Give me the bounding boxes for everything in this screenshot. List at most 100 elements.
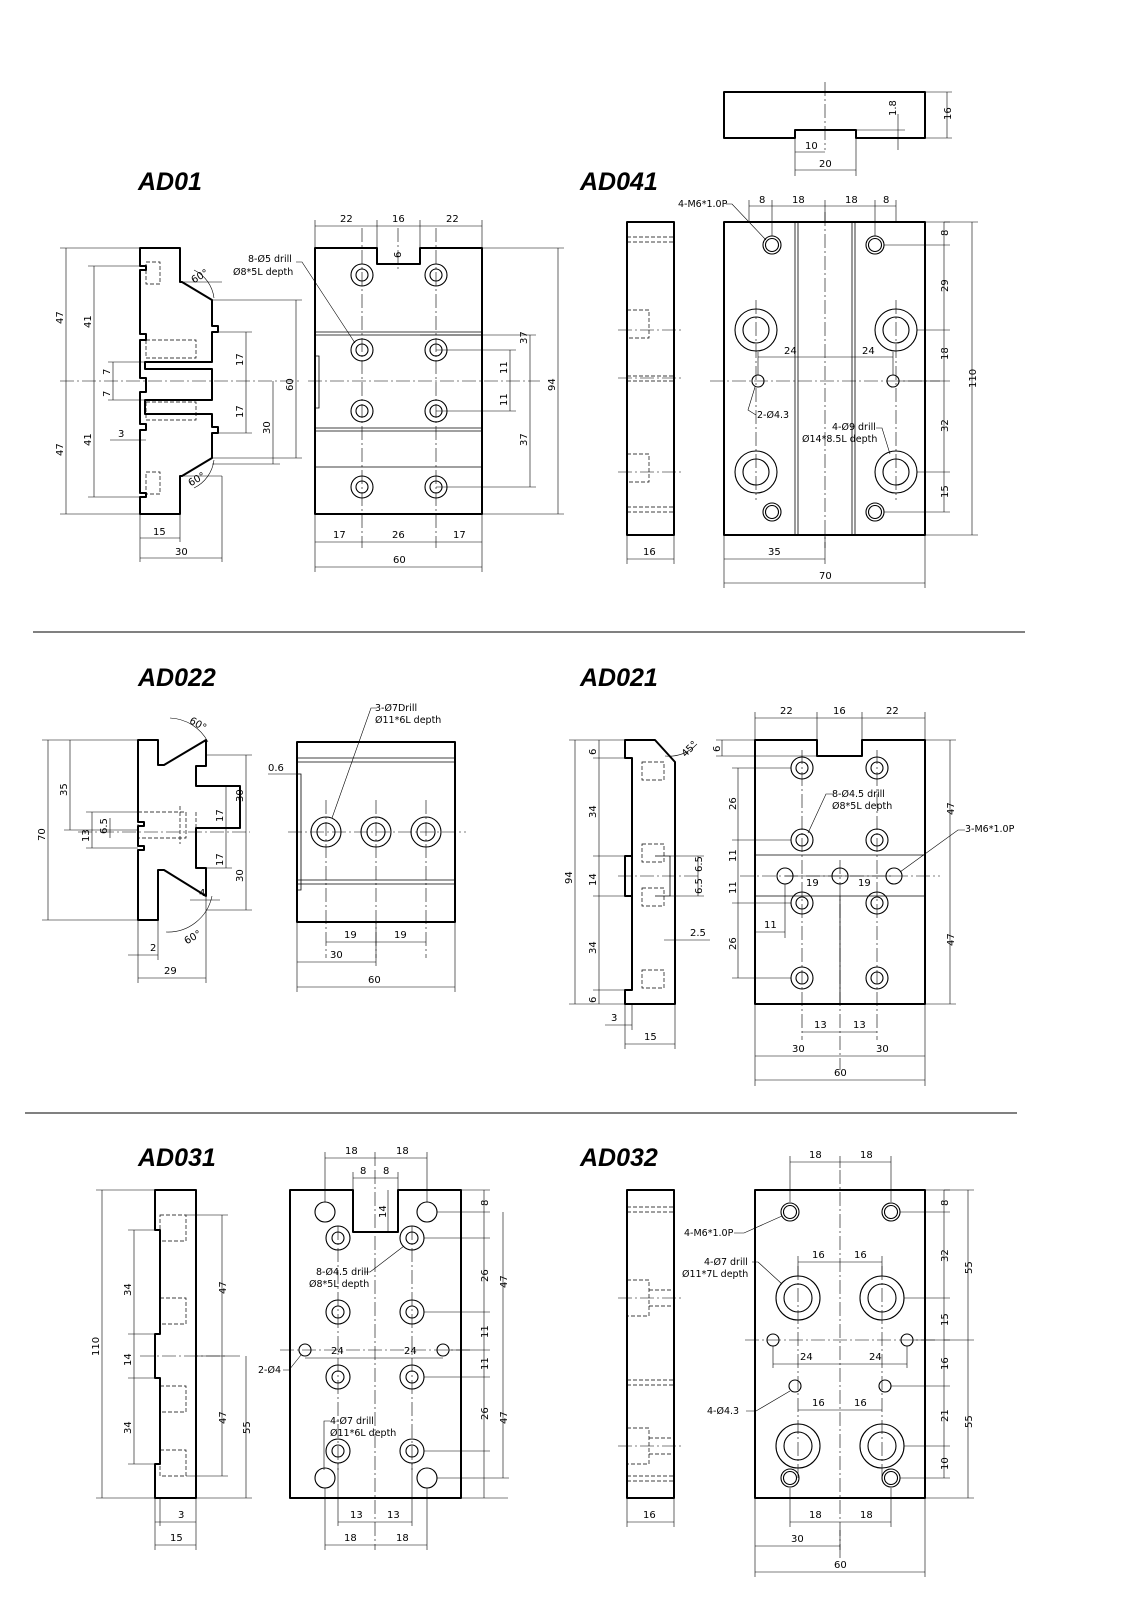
ad031-dim-11b: 11 bbox=[480, 1357, 491, 1370]
ad021-dim-11b: 11 bbox=[728, 881, 739, 894]
ad022-dim-19a: 19 bbox=[344, 930, 357, 941]
ad01-note-drill: 8-Ø5 drill bbox=[248, 254, 292, 265]
ad021-dim-16: 16 bbox=[833, 706, 846, 717]
ad031-dim-24b: 24 bbox=[404, 1346, 417, 1357]
ad021-dim-34a: 34 bbox=[588, 805, 599, 818]
ad01-dim-47a: 47 bbox=[55, 311, 66, 324]
ad041-dim-29: 29 bbox=[940, 279, 951, 292]
ad01-dim-30h: 30 bbox=[175, 547, 188, 558]
ad041-dim-8b: 8 bbox=[883, 195, 889, 206]
ad032-dim-16v: 16 bbox=[940, 1357, 951, 1370]
ad041-dim-20: 20 bbox=[819, 159, 832, 170]
ad032-front-view: 18 18 16 16 24 24 16 16 8 32 15 16 21 10 bbox=[682, 1150, 975, 1577]
ad032-dim-60: 60 bbox=[834, 1560, 847, 1571]
ad01-dim-26: 26 bbox=[392, 530, 405, 541]
ad032-dim-55a: 55 bbox=[964, 1261, 975, 1274]
ad031-dim-47b: 47 bbox=[499, 1411, 510, 1424]
ad021-note-drill: 8-Ø4.5 drill bbox=[832, 789, 885, 800]
ad041-note-small: 2-Ø4.3 bbox=[757, 410, 789, 421]
ad031-note-depth2: Ø11*6L depth bbox=[330, 1428, 396, 1439]
ad01-front-view: 22 16 22 6 37 37 11 11 94 17 26 17 60 8-… bbox=[233, 214, 564, 572]
ad032-dim-32: 32 bbox=[940, 1249, 951, 1262]
ad01-dim-11a: 11 bbox=[499, 361, 510, 374]
ad031-dim-110: 110 bbox=[91, 1337, 102, 1356]
ad022-dim-17a: 17 bbox=[215, 809, 226, 822]
title-ad032: AD032 bbox=[579, 1144, 658, 1172]
ad021-side-view: 45° 94 6 34 14 34 6 6.5 6.5 2.5 3 15 bbox=[564, 739, 710, 1049]
ad022-dim-70: 70 bbox=[37, 828, 48, 841]
ad022-dim-2: 2 bbox=[150, 943, 156, 954]
ad032-dim-10: 10 bbox=[940, 1457, 951, 1470]
ad01-dim-17c: 17 bbox=[333, 530, 346, 541]
ad031-dim-34a: 34 bbox=[123, 1283, 134, 1296]
ad041-dim-8v: 8 bbox=[940, 230, 951, 236]
ad01-dim-11b: 11 bbox=[499, 393, 510, 406]
ad022-dim-0-6: 0.6 bbox=[268, 763, 284, 774]
ad022-dim-60: 60 bbox=[368, 975, 381, 986]
ad031-dim-11a: 11 bbox=[480, 1325, 491, 1338]
ad021-dim-14: 14 bbox=[588, 873, 599, 886]
ad01-dim-17a: 17 bbox=[235, 353, 246, 366]
ad032-dim-24b: 24 bbox=[869, 1352, 882, 1363]
ad021-dim-47a: 47 bbox=[946, 802, 957, 815]
ad031-dim-47a: 47 bbox=[218, 1281, 229, 1294]
ad01-dim-94: 94 bbox=[547, 378, 558, 391]
title-ad021: AD021 bbox=[579, 664, 658, 692]
ad01-dim-30v: 30 bbox=[262, 421, 273, 434]
ad022-dim-30b: 30 bbox=[235, 869, 246, 882]
ad021-dim-22b: 22 bbox=[886, 706, 899, 717]
ad032-dim-18c: 18 bbox=[809, 1510, 822, 1521]
ad032-dim-16b: 16 bbox=[854, 1250, 867, 1261]
ad032-dim-55b: 55 bbox=[964, 1415, 975, 1428]
ad041-dim-16h: 16 bbox=[643, 547, 656, 558]
ad022-dim-4: 4 bbox=[199, 888, 205, 899]
ad032-dim-30: 30 bbox=[791, 1534, 804, 1545]
ad01-dim-22b: 22 bbox=[446, 214, 459, 225]
ad032-note-small: 4-Ø4.3 bbox=[707, 1406, 739, 1417]
ad022-note-drill: 3-Ø7Drill bbox=[375, 703, 417, 714]
ad032-note-depth: Ø11*7L depth bbox=[682, 1269, 748, 1280]
ad01-dim-17b: 17 bbox=[235, 405, 246, 418]
ad031-note-small: 2-Ø4 bbox=[258, 1365, 281, 1376]
ad022-dim-19b: 19 bbox=[394, 930, 407, 941]
ad031-note-drill: 8-Ø4.5 drill bbox=[316, 1267, 369, 1278]
ad031-dim-14: 14 bbox=[378, 1205, 389, 1218]
ad01-dim-41a: 41 bbox=[83, 315, 94, 328]
ad041-dim-8a: 8 bbox=[759, 195, 765, 206]
ad022-dim-6-5: 6.5 bbox=[99, 818, 110, 834]
ad022-note-depth: Ø11*6L depth bbox=[375, 715, 441, 726]
ad01-dim-16: 16 bbox=[392, 214, 405, 225]
ad031-dim-26a: 26 bbox=[480, 1269, 491, 1282]
ad031-dim-18a: 18 bbox=[345, 1146, 358, 1157]
ad021-note-depth: Ø8*5L depth bbox=[832, 801, 892, 812]
ad041-dim-18v: 18 bbox=[940, 347, 951, 360]
ad041-side-view: 16 bbox=[618, 221, 684, 564]
title-ad031: AD031 bbox=[137, 1144, 216, 1172]
ad041-dim-18b: 18 bbox=[845, 195, 858, 206]
ad01-dim-41b: 41 bbox=[83, 433, 94, 446]
ad032-dim-24a: 24 bbox=[800, 1352, 813, 1363]
ad041-top-view: 16 1.8 10 20 bbox=[723, 82, 954, 176]
ad031-dim-3: 3 bbox=[178, 1510, 184, 1521]
ad041-dim-24a: 24 bbox=[784, 346, 797, 357]
title-ad022: AD022 bbox=[137, 664, 216, 692]
ad031-note-drill2: 4-Ø7 drill bbox=[330, 1416, 374, 1427]
ad01-dim-17d: 17 bbox=[453, 530, 466, 541]
ad041-dim-15: 15 bbox=[940, 485, 951, 498]
ad021-dim-60: 60 bbox=[834, 1068, 847, 1079]
ad031-dim-8b: 8 bbox=[383, 1166, 389, 1177]
ad031-dim-47b: 47 bbox=[218, 1411, 229, 1424]
ad032-dim-16c: 16 bbox=[812, 1398, 825, 1409]
ad041-dim-32: 32 bbox=[940, 419, 951, 432]
ad031-dim-14: 14 bbox=[123, 1353, 134, 1366]
ad031-front-view: 18 18 8 8 14 8 26 11 11 26 47 47 24 24 bbox=[258, 1146, 510, 1550]
ad022-dim-29: 29 bbox=[164, 966, 177, 977]
ad032-dim-21: 21 bbox=[940, 1409, 951, 1422]
title-ad01: AD01 bbox=[137, 168, 202, 196]
ad01-dim-60v: 60 bbox=[285, 378, 296, 391]
ad01-note-depth: Ø8*5L depth bbox=[233, 267, 293, 278]
ad021-dim-6b: 6 bbox=[588, 997, 599, 1003]
ad021-front-view: 22 16 22 6 26 11 11 26 11 19 19 47 47 13… bbox=[712, 706, 1015, 1086]
ad021-angle: 45° bbox=[680, 739, 700, 759]
